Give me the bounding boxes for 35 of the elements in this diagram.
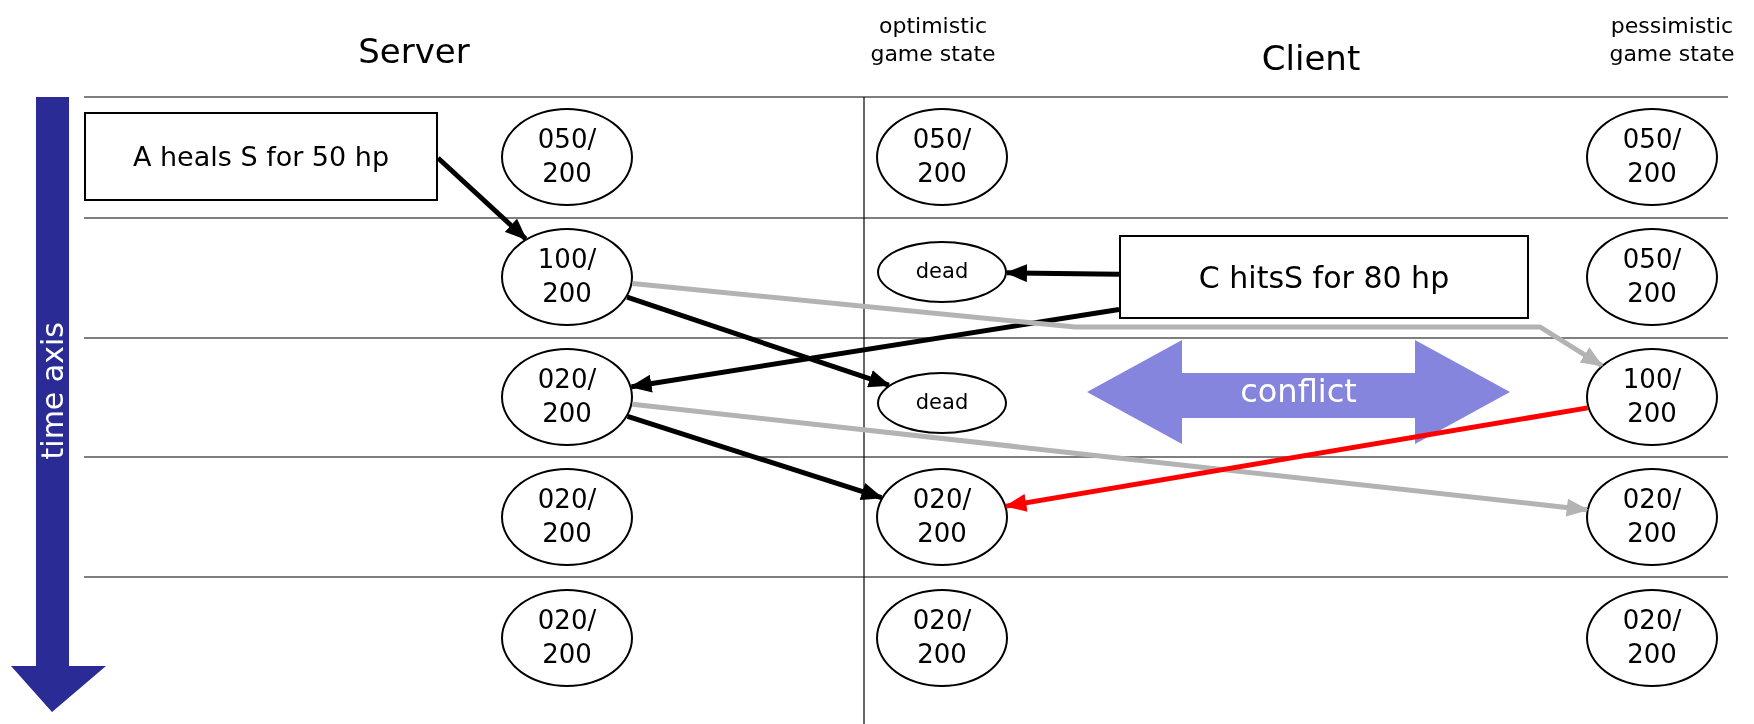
state-value: 050/ 200 (1621, 123, 1683, 190)
state-value: 020/ 200 (1621, 604, 1683, 671)
arrow (626, 414, 884, 501)
state-value: 020/ 200 (536, 363, 598, 430)
state-ellipse (877, 372, 1007, 434)
arrow (629, 307, 1120, 393)
event-box (84, 112, 438, 201)
state-value: 050/ 200 (1621, 243, 1683, 310)
state-value: 020/ 200 (911, 604, 973, 671)
state-value: 020/ 200 (1621, 483, 1683, 550)
arrow-label: conflict (1240, 371, 1357, 413)
arrow (632, 280, 1604, 368)
arrow (626, 294, 891, 388)
event-text: A heals S for 50 hp (132, 139, 390, 174)
arrow (436, 156, 528, 241)
arrow (632, 401, 1589, 517)
state-value: 050/ 200 (911, 123, 973, 190)
event-box (1119, 235, 1529, 319)
column-header: optimistic game state (869, 12, 997, 67)
state-value: 100/ 200 (1621, 363, 1683, 430)
state-value: 100/ 200 (536, 243, 598, 310)
state-value: 020/ 200 (536, 483, 598, 550)
state-value: dead (915, 389, 969, 417)
section-title: Server (357, 30, 471, 73)
column-header: pessimistic game state (1608, 12, 1736, 67)
double-arrow (1087, 340, 1510, 444)
state-value: 020/ 200 (536, 604, 598, 671)
state-value: 050/ 200 (536, 123, 598, 190)
state-value: dead (915, 258, 969, 286)
event-text: C hitsS for 80 hp (1198, 258, 1450, 297)
arrow (1005, 264, 1120, 283)
axis-label: time axis (34, 321, 72, 462)
section-title: Client (1260, 37, 1362, 80)
arrow (1004, 405, 1589, 512)
state-value: 020/ 200 (911, 483, 973, 550)
